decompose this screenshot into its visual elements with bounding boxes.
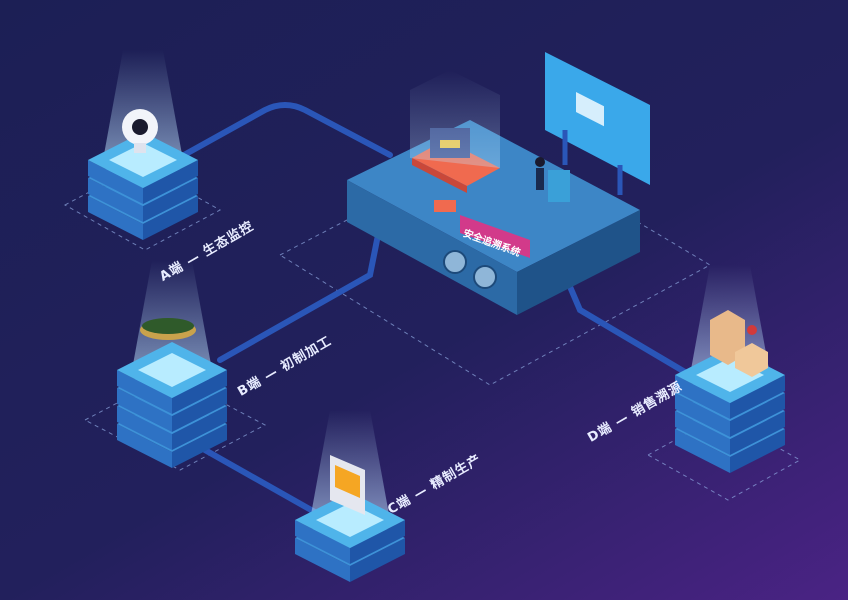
- connection-pipes: [172, 102, 693, 518]
- node-c-stack: [295, 410, 405, 582]
- node-b-stack: [117, 260, 227, 468]
- camera-icon: [122, 109, 158, 153]
- node-d-stack: [675, 265, 785, 473]
- machine-icon: [330, 455, 365, 515]
- tea-tray-icon: [140, 318, 196, 340]
- boxes-icon: [710, 310, 768, 377]
- center-platform: [347, 52, 650, 315]
